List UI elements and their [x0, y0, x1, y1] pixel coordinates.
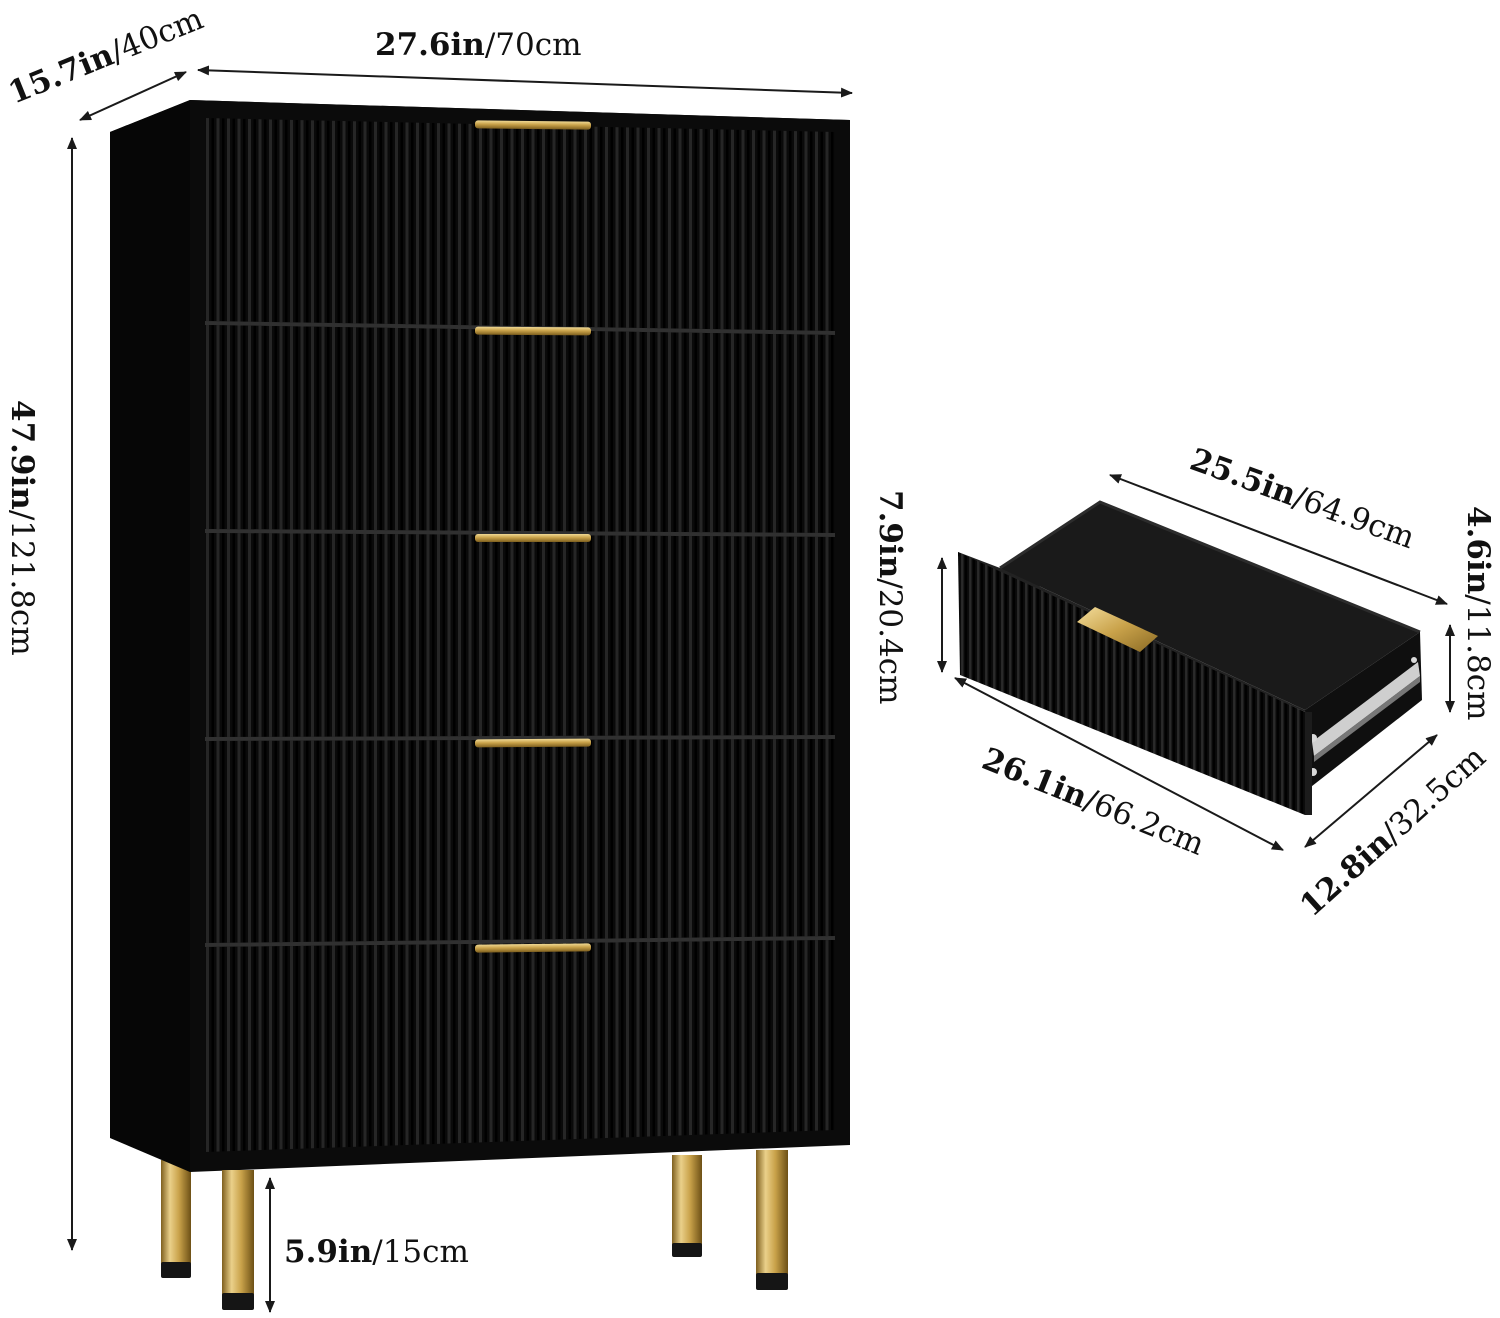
drawer-gap-2: [205, 529, 835, 537]
depth-dimension-line: [79, 71, 187, 121]
drawer-inner-width-dimension-line: [1109, 474, 1448, 605]
depth-label-in: 15.7in: [4, 37, 119, 112]
drawer-rail-screw-3: [1411, 657, 1417, 663]
leg-foot-front-left: [222, 1293, 254, 1310]
drawer-front-4: [205, 739, 835, 943]
leg-height-label-cm: /15cm: [372, 1234, 469, 1270]
depth-label: 15.7in/40cm: [4, 1, 209, 112]
leg-back-left: [161, 1160, 191, 1265]
drawer-handle-3[interactable]: [475, 534, 591, 542]
drawer-front-2: [205, 325, 835, 533]
height-label-cm: /121.8cm: [4, 510, 40, 656]
drawer-inner-width-label-cm: /64.9cm: [1288, 479, 1419, 556]
height-label: 47.9in/121.8cm: [4, 400, 40, 656]
dresser-side-panel: [110, 100, 190, 1172]
drawer-side-height-label-cm: /11.8cm: [1460, 594, 1496, 720]
leg-foot-back-left: [161, 1262, 191, 1278]
drawer-depth-label-in: 12.8in: [1293, 824, 1399, 924]
drawer-front-height-label-cm: /20.4cm: [872, 578, 908, 704]
drawer-width-label-in: 26.1in: [977, 741, 1092, 816]
drawer-front-3: [205, 533, 835, 737]
drawer-depth-dimension-line: [1304, 734, 1438, 848]
drawer-width-dimension-line: [954, 677, 1284, 851]
drawer-slide-rail: [1312, 662, 1420, 756]
leg-front-left: [222, 1170, 254, 1295]
drawer-front-height-label: 7.9in/20.4cm: [872, 490, 908, 704]
leg-back-right: [672, 1155, 702, 1245]
drawer-4[interactable]: [205, 738, 835, 947]
width-label-in: 27.6in: [375, 27, 485, 63]
drawer-2[interactable]: [205, 325, 835, 537]
height-label-in: 47.9in: [4, 400, 40, 510]
drawer-handle-2[interactable]: [474, 326, 592, 336]
drawer-front-5: [205, 940, 835, 1152]
drawer-width-label-cm: /66.2cm: [1079, 782, 1210, 863]
dimension-lines: [67, 65, 1455, 1313]
drawer-side-height-label-in: 4.6in: [1460, 506, 1496, 594]
drawer-front-1: [205, 118, 835, 331]
width-label: 27.6in/70cm: [375, 27, 581, 63]
drawer-inner-width-label-in: 25.5in: [1185, 442, 1301, 513]
width-dimension-line: [197, 65, 853, 98]
drawer-1[interactable]: [205, 118, 835, 335]
drawer-inner-width-label: 25.5in/64.9cm: [1185, 442, 1419, 557]
drawer-depth-label-cm: /32.5cm: [1375, 739, 1493, 850]
leg-foot-back-right: [672, 1243, 702, 1257]
drawer-3[interactable]: [205, 533, 835, 741]
drawer-side-height-label: 4.6in/11.8cm: [1460, 506, 1496, 720]
drawer-gap-4: [205, 936, 835, 947]
depth-label-cm: /40cm: [105, 1, 208, 71]
dresser: [110, 100, 850, 1310]
width-label-cm: /70cm: [485, 27, 582, 63]
drawer-handle-5[interactable]: [474, 943, 592, 953]
drawer-front-edge: [1305, 712, 1312, 815]
drawer-gold-pull[interactable]: [1077, 607, 1158, 652]
drawer-handle-4[interactable]: [474, 738, 592, 748]
leg-front-right: [756, 1150, 788, 1275]
leg-foot-front-right: [756, 1273, 788, 1290]
leg-height-label: 5.9in/15cm: [284, 1234, 469, 1270]
drawer-5[interactable]: [205, 940, 835, 1152]
drawer-bottom: [1000, 502, 1420, 710]
drawer-handle-1[interactable]: [474, 120, 592, 130]
drawer-front-height-label-in: 7.9in: [872, 490, 908, 578]
leg-height-label-in: 5.9in: [284, 1234, 372, 1270]
